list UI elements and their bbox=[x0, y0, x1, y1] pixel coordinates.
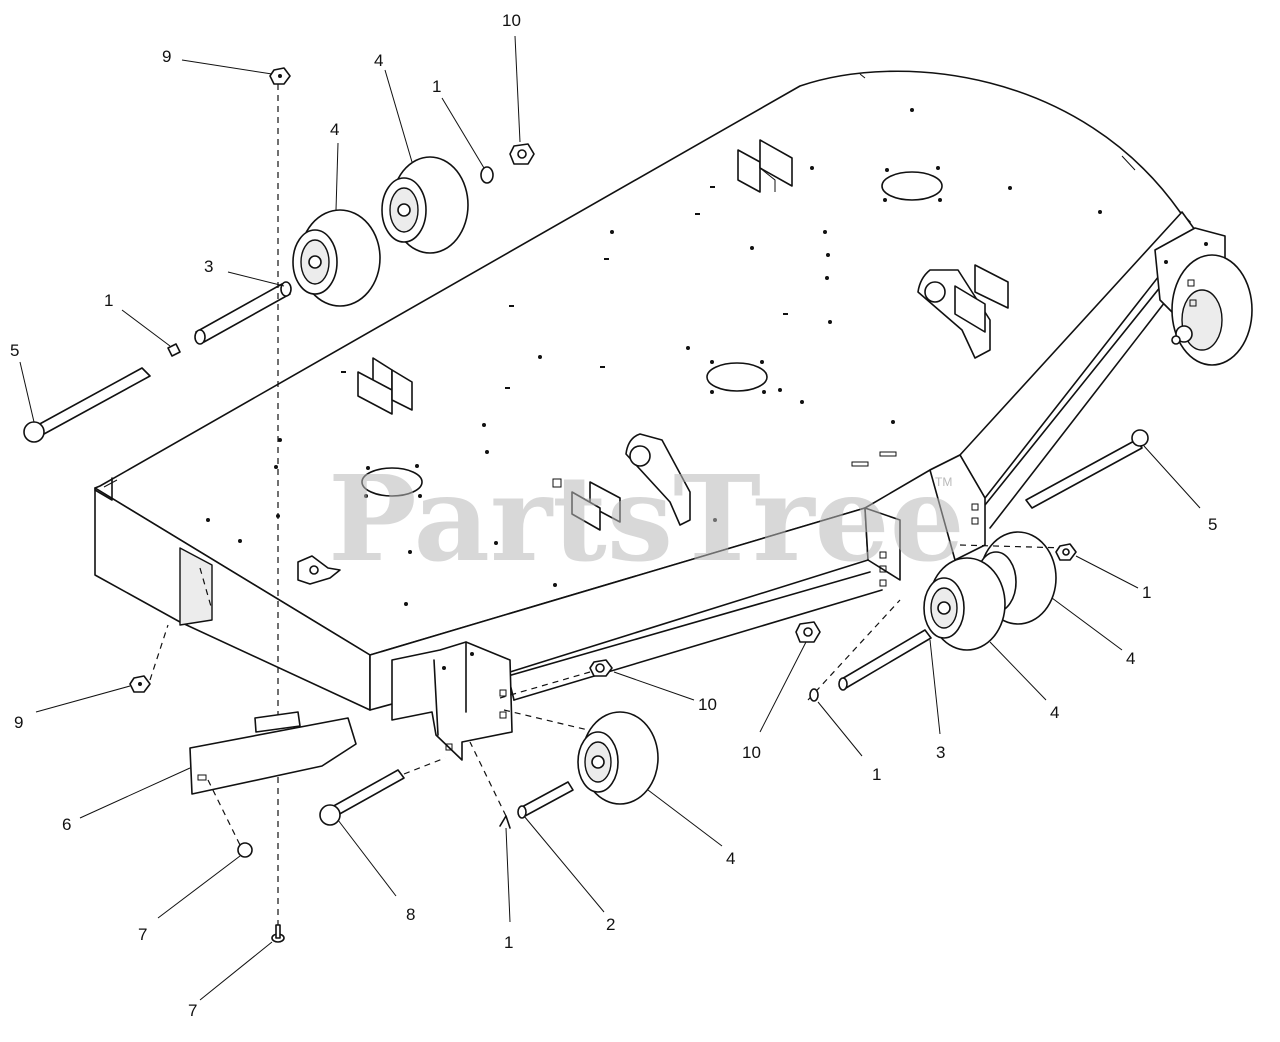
long-bolt-right bbox=[1025, 429, 1149, 509]
callout-1-bottom: 1 bbox=[504, 933, 513, 952]
axle-top bbox=[194, 281, 292, 345]
clevis-pin bbox=[319, 769, 405, 826]
nut-top bbox=[269, 67, 291, 85]
callout-10-top: 10 bbox=[502, 11, 521, 30]
callout-7-bolt: 7 bbox=[188, 1001, 197, 1020]
right-rear-wheel-assembly bbox=[1154, 227, 1253, 366]
callout-3-right: 3 bbox=[936, 743, 945, 762]
callout-8: 8 bbox=[406, 905, 415, 924]
callout-5-left: 5 bbox=[10, 341, 19, 360]
watermark-trademark: TM bbox=[935, 475, 952, 489]
washer-lower-right bbox=[809, 688, 819, 702]
axle-short bbox=[517, 781, 574, 819]
pin-small bbox=[237, 842, 253, 858]
bolt-bottom bbox=[271, 924, 285, 943]
callout-4-right-back: 4 bbox=[1126, 649, 1135, 668]
callout-6: 6 bbox=[62, 815, 71, 834]
wheel-top-back bbox=[381, 156, 469, 254]
callout-10-front: 10 bbox=[698, 695, 717, 714]
front-left-wheel-bracket bbox=[391, 641, 513, 761]
callout-1-top: 1 bbox=[432, 77, 441, 96]
axle-right bbox=[838, 629, 932, 691]
callout-1-left: 1 bbox=[104, 291, 113, 310]
nut-bottom-left bbox=[129, 675, 151, 693]
callout-9-bottom: 9 bbox=[14, 713, 23, 732]
wheel-top-front bbox=[292, 209, 381, 307]
washer-top bbox=[480, 166, 494, 184]
wheel-front-left bbox=[577, 711, 659, 805]
watermark-text: PartsTree bbox=[328, 449, 965, 588]
spacer-left bbox=[167, 343, 181, 357]
callout-2: 2 bbox=[606, 915, 615, 934]
washer-right bbox=[1055, 543, 1077, 561]
callout-4-right-front: 4 bbox=[1050, 703, 1059, 722]
callout-1-lower-right: 1 bbox=[872, 765, 881, 784]
wheel-right-front bbox=[923, 557, 1006, 651]
leader-lines bbox=[19, 35, 1201, 1001]
callout-4-top-front: 4 bbox=[330, 120, 339, 139]
watermark: PartsTree TM bbox=[328, 449, 965, 588]
callout-5-right: 5 bbox=[1208, 515, 1217, 534]
callout-4-front-left: 4 bbox=[726, 849, 735, 868]
cotter-pin-left bbox=[499, 815, 511, 829]
long-bolt-left bbox=[23, 367, 151, 443]
upper-mount-bracket bbox=[737, 139, 1009, 359]
deck-holes bbox=[206, 108, 1172, 606]
callout-4-top-back: 4 bbox=[374, 51, 383, 70]
callout-10-right: 10 bbox=[742, 743, 761, 762]
callout-labels: 9 10 4 4 1 3 1 5 5 1 4 4 10 10 1 3 9 6 7… bbox=[10, 11, 1217, 1020]
deflector-shield bbox=[189, 711, 357, 795]
callout-9-top: 9 bbox=[162, 47, 171, 66]
middle-mount-bracket bbox=[297, 357, 691, 585]
nut-front bbox=[589, 659, 613, 677]
nut-right bbox=[795, 621, 821, 643]
callout-1-right: 1 bbox=[1142, 583, 1151, 602]
nut-top-right bbox=[509, 143, 535, 165]
callout-3-top: 3 bbox=[204, 257, 213, 276]
mower-deck bbox=[94, 70, 1199, 711]
callout-7-pin: 7 bbox=[138, 925, 147, 944]
